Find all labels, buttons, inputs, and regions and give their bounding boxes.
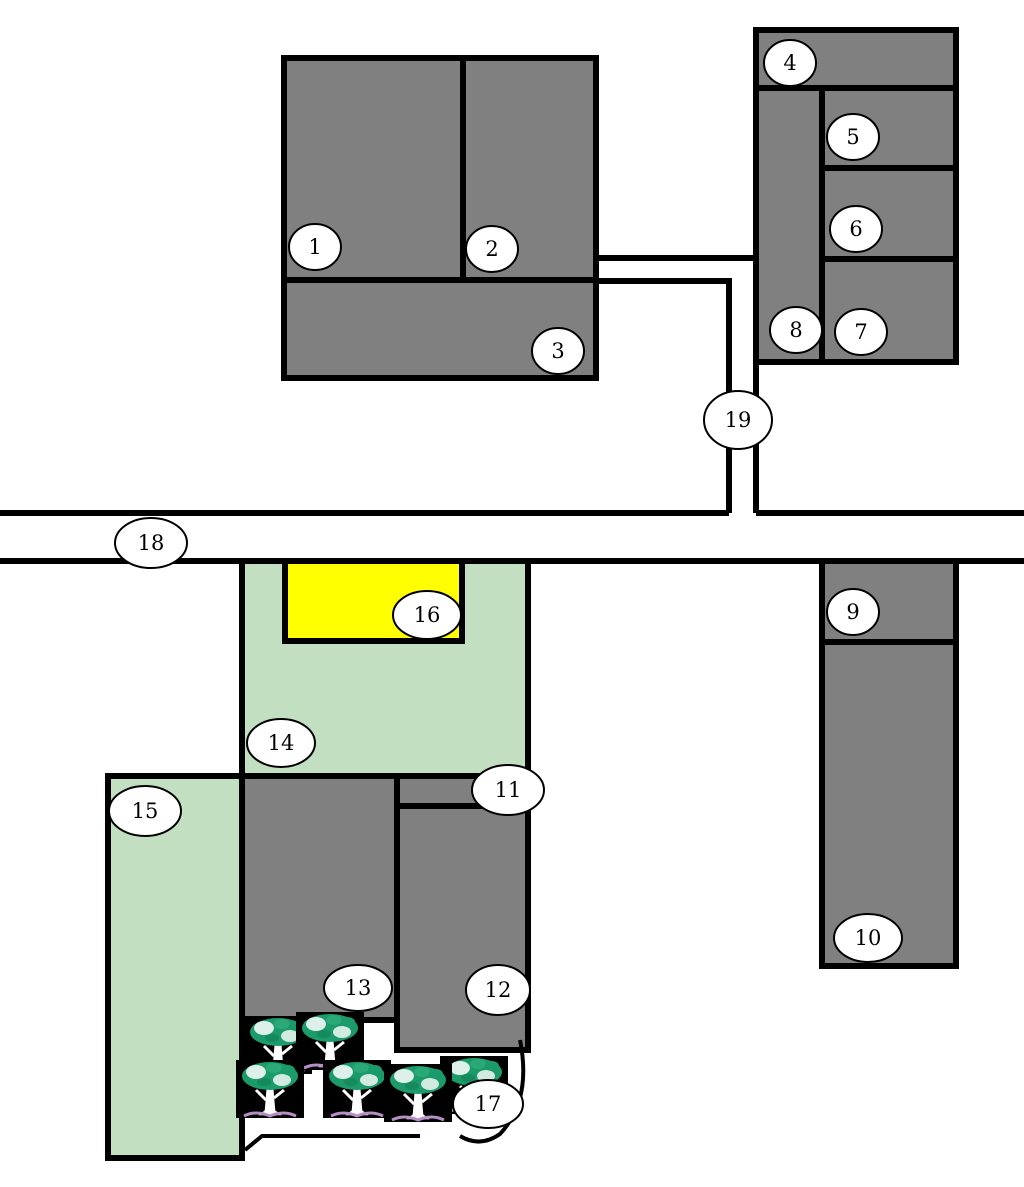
marker-15[interactable]: 15 [108, 785, 182, 837]
marker-18[interactable]: 18 [114, 517, 188, 569]
marker-12[interactable]: 12 [465, 964, 531, 1016]
marker-5[interactable]: 5 [826, 113, 880, 161]
marker-6[interactable]: 6 [829, 205, 883, 253]
marker-17[interactable]: 17 [452, 1079, 524, 1129]
marker-3[interactable]: 3 [531, 327, 585, 375]
marker-13[interactable]: 13 [323, 964, 393, 1012]
svg-text:8: 8 [789, 318, 802, 342]
marker-2[interactable]: 2 [465, 225, 519, 273]
marker-11[interactable]: 11 [471, 764, 545, 816]
tree-grove-17[interactable] [234, 1010, 526, 1152]
svg-text:4: 4 [783, 51, 796, 75]
tree-icon [382, 1062, 454, 1124]
marker-14[interactable]: 14 [246, 718, 316, 768]
svg-text:7: 7 [854, 320, 867, 344]
svg-text:13: 13 [345, 976, 372, 1000]
svg-text:19: 19 [725, 408, 752, 432]
marker-8[interactable]: 8 [769, 306, 823, 354]
tree-icon [234, 1058, 306, 1120]
marker-10[interactable]: 10 [833, 913, 903, 963]
marker-1[interactable]: 1 [288, 223, 342, 271]
svg-text:16: 16 [414, 603, 441, 627]
marker-16[interactable]: 16 [392, 590, 462, 640]
tree-icon [321, 1058, 393, 1120]
markers: 1 2 3 4 5 6 7 8 9 10 11 12 13 14 15 16 1… [108, 39, 903, 1129]
svg-text:9: 9 [846, 600, 859, 624]
svg-text:17: 17 [475, 1092, 502, 1116]
marker-9[interactable]: 9 [826, 588, 880, 636]
marker-7[interactable]: 7 [834, 308, 888, 356]
svg-text:10: 10 [855, 926, 882, 950]
svg-text:15: 15 [132, 799, 159, 823]
svg-text:1: 1 [308, 235, 321, 259]
building-7[interactable] [819, 256, 959, 365]
building-10[interactable] [819, 639, 959, 969]
path-19 [596, 255, 759, 513]
svg-text:12: 12 [485, 978, 512, 1002]
svg-text:6: 6 [849, 217, 862, 241]
marker-19[interactable]: 19 [703, 390, 773, 450]
svg-text:5: 5 [846, 125, 859, 149]
svg-text:2: 2 [485, 237, 498, 261]
svg-text:14: 14 [268, 731, 295, 755]
svg-text:3: 3 [551, 339, 564, 363]
svg-text:18: 18 [138, 531, 165, 555]
marker-4[interactable]: 4 [763, 39, 817, 87]
building-group-9-10 [819, 558, 959, 969]
green-area-15[interactable] [105, 773, 245, 1161]
svg-text:11: 11 [495, 778, 522, 802]
